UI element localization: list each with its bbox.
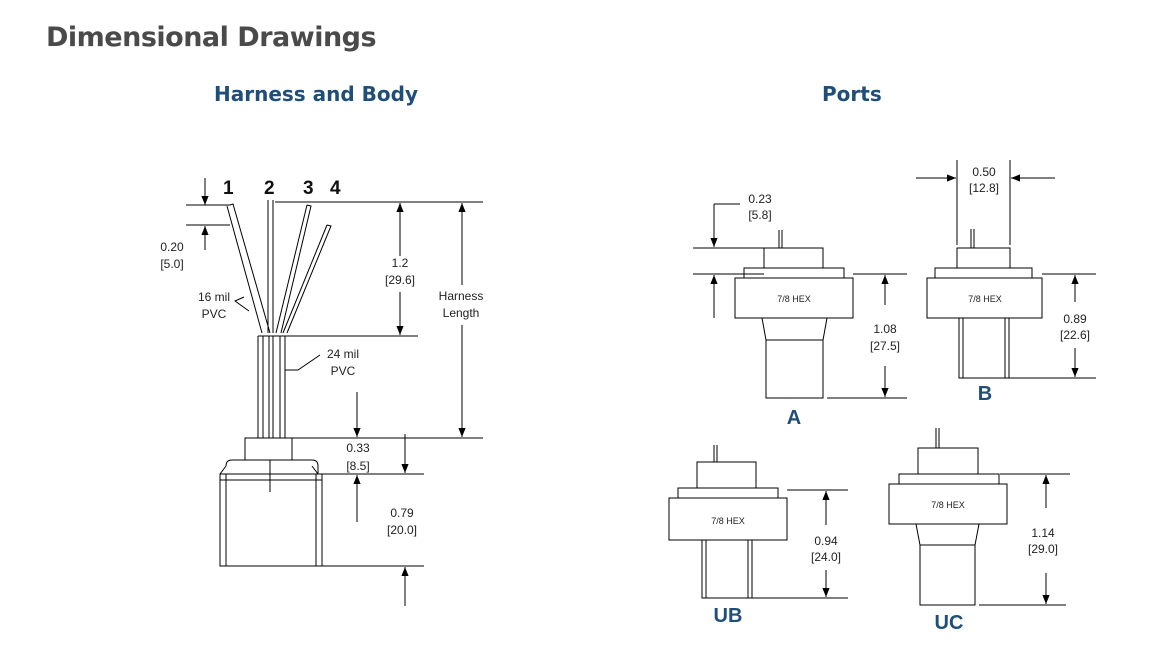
- neck-dimension: 0.33: [346, 441, 370, 455]
- port-uc-height-dimension-metric: [29.0]: [1028, 542, 1058, 556]
- wire-tip-dimension-metric: [5.0]: [160, 257, 183, 271]
- page-title: Dimensional Drawings: [46, 22, 377, 53]
- port-ub-height-dimension: 0.94: [814, 534, 838, 548]
- jacket-material: PVC: [331, 364, 356, 378]
- port-b-top-width-dimension-metric: [12.8]: [969, 181, 999, 195]
- port-a-label: A: [787, 407, 801, 429]
- port-a-hex-label: 7/8 HEX: [777, 294, 811, 304]
- wire-insulation-label: 16 mil: [198, 290, 230, 304]
- port-a-drawing: [693, 203, 907, 399]
- lead-length-dimension: 1.2: [392, 256, 409, 270]
- port-b-label: B: [978, 383, 992, 405]
- port-a-top-dimension-metric: [5.8]: [748, 208, 771, 222]
- port-a-height-dimension: 1.08: [873, 322, 897, 336]
- port-uc-drawing: [888, 428, 1070, 606]
- body-dimension-metric: [20.0]: [387, 523, 417, 537]
- port-uc-height-dimension: 1.14: [1031, 526, 1055, 540]
- wire-number-2: 2: [264, 178, 275, 199]
- neck-dimension-metric: [8.5]: [346, 459, 369, 473]
- ports-section-title: Ports: [822, 82, 882, 106]
- body-dimension: 0.79: [390, 506, 414, 520]
- harness-length-label: Harness: [439, 289, 484, 303]
- port-b-drawing: [916, 160, 1096, 379]
- port-b-height-dimension: 0.89: [1063, 312, 1087, 326]
- port-ub-label: UB: [714, 605, 743, 627]
- wire-tip-dimension: 0.20: [160, 240, 184, 254]
- port-a-height-dimension-metric: [27.5]: [870, 339, 900, 353]
- port-ub-hex-label: 7/8 HEX: [711, 516, 745, 526]
- port-b-hex-label: 7/8 HEX: [968, 294, 1002, 304]
- wire-number-3: 3: [303, 178, 314, 199]
- harness-section-title: Harness and Body: [214, 82, 419, 106]
- lead-length-dimension-metric: [29.6]: [385, 273, 415, 287]
- port-ub-height-dimension-metric: [24.0]: [811, 550, 841, 564]
- port-uc-hex-label: 7/8 HEX: [931, 500, 965, 510]
- port-a-top-dimension: 0.23: [748, 192, 772, 206]
- harness-wires: [226, 200, 332, 334]
- port-ub-drawing: [668, 445, 848, 599]
- wire-insulation-material: PVC: [202, 307, 227, 321]
- harness-jacket: [257, 335, 286, 438]
- port-b-top-width-dimension: 0.50: [972, 165, 996, 179]
- jacket-label: 24 mil: [327, 347, 359, 361]
- harness-length-label-line2: Length: [443, 306, 480, 320]
- wire-number-1: 1: [223, 178, 234, 199]
- harness-drawing: [186, 178, 483, 606]
- sensor-body: [219, 437, 323, 567]
- port-b-height-dimension-metric: [22.6]: [1060, 328, 1090, 342]
- port-uc-label: UC: [935, 612, 964, 634]
- wire-number-4: 4: [330, 178, 341, 199]
